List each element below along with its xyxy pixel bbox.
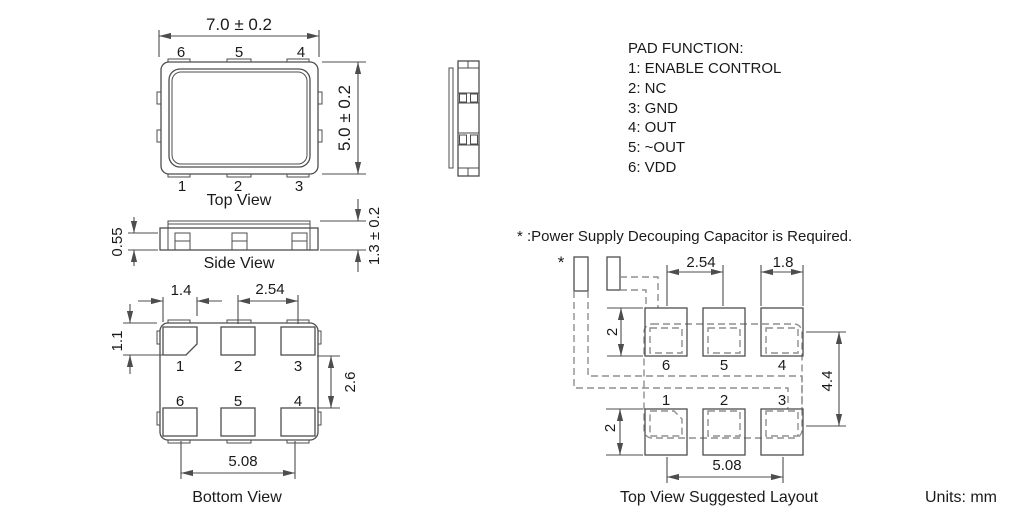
pad-function-heading: PAD FUNCTION: xyxy=(628,40,744,57)
top-view-width-label: 7.0 ± 0.2 xyxy=(206,15,272,34)
layout-row-span-dimension: 4.4 xyxy=(806,331,846,427)
top-view-height-dimension: 5.0 ± 0.2 xyxy=(322,61,366,175)
bottom-view-row-gap-label: 2.6 xyxy=(342,372,359,393)
top-view-pin-3: 3 xyxy=(295,178,303,195)
bottom-view-pin-5: 5 xyxy=(234,393,242,410)
layout-land-2 xyxy=(702,408,746,456)
layout-pad-height-bottom-dimension: 2 xyxy=(602,408,643,456)
layout-pad-height-bottom-label: 2 xyxy=(602,424,619,432)
layout-capacitor-marker: * xyxy=(558,253,565,272)
layout-package-pads-dashed xyxy=(649,327,799,437)
layout-land-6 xyxy=(644,307,688,357)
bottom-view-row-gap-dimension: 2.6 xyxy=(317,355,359,409)
bottom-view-span-dimension: 5.08 xyxy=(180,441,296,479)
bottom-view-pin-1: 1 xyxy=(176,358,184,375)
bottom-view-pad-5 xyxy=(220,407,256,437)
bottom-view-pad-width-dimension: 1.4 xyxy=(138,282,222,322)
layout-land-4 xyxy=(760,307,804,357)
bottom-view-span-label: 5.08 xyxy=(228,453,257,470)
layout-land-pads xyxy=(644,307,804,456)
bottom-view-pad-width-label: 1.4 xyxy=(171,282,192,299)
bottom-view-pads xyxy=(162,326,316,437)
pad-function-item-4: 4: OUT xyxy=(628,119,676,136)
bottom-view-pitch-label: 2.54 xyxy=(255,281,284,298)
top-view-pin-1: 1 xyxy=(178,178,186,195)
layout-pin-1: 1 xyxy=(662,392,670,409)
layout-land-3 xyxy=(760,408,804,456)
bottom-view-pad-4 xyxy=(280,407,316,437)
top-view: 7.0 ± 0.2 5.0 ± 0.2 6 5 4 1 2 3 Top View xyxy=(156,15,366,209)
layout-pad-height-top-label: 2 xyxy=(604,328,621,336)
layout-land-1 xyxy=(644,408,688,456)
layout-package-outline-dashed xyxy=(643,323,803,439)
top-view-pin-2: 2 xyxy=(234,178,242,195)
side-view-height-dimension: 1.3 ± 0.2 xyxy=(320,199,383,272)
suggested-layout: * 6 xyxy=(558,253,846,506)
bottom-view-pin-3: 3 xyxy=(294,358,302,375)
bottom-view-package-outline xyxy=(156,319,322,444)
side-view: 0.55 1.3 ± 0.2 Side View xyxy=(109,199,383,272)
layout-capacitor-lands: * xyxy=(558,253,621,292)
top-view-pin-4: 4 xyxy=(297,44,305,61)
side-view-package-outline xyxy=(159,220,319,251)
bottom-view-pad-3 xyxy=(280,326,316,356)
top-view-title: Top View xyxy=(207,192,272,209)
layout-row-span-label: 4.4 xyxy=(819,371,836,392)
layout-pin-6: 6 xyxy=(662,357,670,374)
end-view-lid xyxy=(448,67,454,169)
layout-pin-4: 4 xyxy=(778,357,786,374)
layout-pitch-dimension: 2.54 xyxy=(666,254,724,306)
bottom-view: 1 2 3 6 5 4 1.4 2.54 1.1 xyxy=(109,281,359,506)
bottom-view-pad-inset-dimension: 1.1 xyxy=(109,304,163,374)
pad-function-item-3: 3: GND xyxy=(628,100,678,117)
side-view-title: Side View xyxy=(204,255,275,272)
layout-pad-width-dimension: 1.8 xyxy=(760,254,804,306)
bottom-view-pad-6 xyxy=(162,407,198,437)
side-view-pad-thickness-dimension: 0.55 xyxy=(109,217,158,266)
suggested-layout-title: Top View Suggested Layout xyxy=(620,489,819,506)
pad-function-item-6: 6: VDD xyxy=(628,159,677,176)
top-view-pin-5: 5 xyxy=(235,44,243,61)
layout-pitch-label: 2.54 xyxy=(686,254,715,271)
end-view xyxy=(448,60,480,177)
layout-pin-2: 2 xyxy=(720,392,728,409)
units-label: Units: mm xyxy=(925,489,997,506)
layout-span-label: 5.08 xyxy=(712,457,741,474)
layout-pin-5: 5 xyxy=(720,357,728,374)
layout-pad-height-top-dimension: 2 xyxy=(604,307,643,357)
layout-routing-traces xyxy=(573,276,803,409)
decoupling-capacitor-note: * :Power Supply Decouping Capacitor is R… xyxy=(517,228,852,245)
bottom-view-pin-2: 2 xyxy=(234,358,242,375)
bottom-view-pad-inset-label: 1.1 xyxy=(109,331,126,352)
pad-function-item-5: 5: ~OUT xyxy=(628,139,685,156)
bottom-view-pad-1 xyxy=(162,326,198,356)
layout-land-5 xyxy=(702,307,746,357)
side-view-pad-thickness-label: 0.55 xyxy=(109,227,126,256)
pad-function-item-1: 1: ENABLE CONTROL xyxy=(628,60,781,77)
layout-span-dimension: 5.08 xyxy=(666,457,784,483)
pad-function-legend: PAD FUNCTION: 1: ENABLE CONTROL 2: NC 3:… xyxy=(628,40,781,176)
top-view-lid xyxy=(168,68,311,168)
bottom-view-pin-6: 6 xyxy=(176,393,184,410)
pad-function-item-2: 2: NC xyxy=(628,80,667,97)
top-view-width-dimension: 7.0 ± 0.2 xyxy=(158,15,320,57)
top-view-height-label: 5.0 ± 0.2 xyxy=(335,85,354,151)
top-view-pin-6: 6 xyxy=(177,44,185,61)
layout-pad-width-label: 1.8 xyxy=(773,254,794,271)
side-view-height-label: 1.3 ± 0.2 xyxy=(366,207,383,265)
top-view-package-outline xyxy=(156,58,323,178)
layout-pin-3: 3 xyxy=(778,392,786,409)
bottom-view-pad-2 xyxy=(220,326,256,356)
bottom-view-pitch-dimension: 2.54 xyxy=(237,281,299,324)
bottom-view-pin-4: 4 xyxy=(294,393,302,410)
bottom-view-title: Bottom View xyxy=(192,489,282,506)
